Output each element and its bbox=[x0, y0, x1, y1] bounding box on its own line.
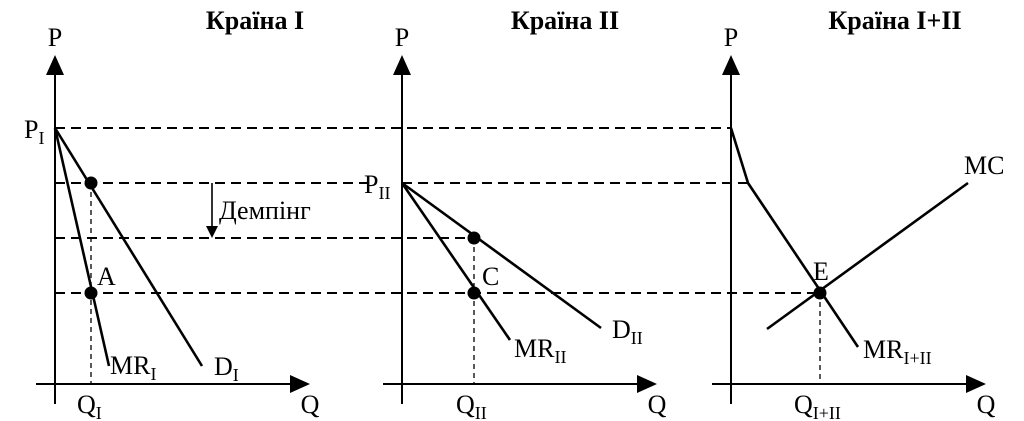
dumping-arrow-head bbox=[206, 226, 218, 238]
title-country-2: Країна II bbox=[511, 6, 619, 35]
panel-country-combined: P Q QI+II E MC MRI+II bbox=[712, 23, 1004, 421]
point-c bbox=[467, 286, 481, 300]
panel-country-1: P Q PI QI A MRI DI Демпінг bbox=[24, 23, 320, 421]
q-axis-label-2: Q bbox=[648, 390, 667, 419]
point-a bbox=[84, 286, 98, 300]
dumping-label: Демпінг bbox=[219, 196, 311, 225]
mr1-label: MRI bbox=[110, 351, 156, 384]
point-a-label: A bbox=[97, 262, 116, 291]
p-axis-label-1: P bbox=[48, 23, 62, 52]
mr-curve-mr1 bbox=[53, 127, 111, 367]
p-axis-arrow-1 bbox=[46, 55, 64, 75]
q-axis-label-1: Q bbox=[301, 390, 320, 419]
mr2-label: MRII bbox=[514, 334, 566, 367]
quantity-label-q12: QI+II bbox=[794, 390, 841, 421]
dumping-price-point bbox=[84, 176, 98, 190]
q-axis-label-3: Q bbox=[977, 390, 996, 419]
quantity-label-q2: QII bbox=[456, 390, 487, 421]
q-axis-arrow-2 bbox=[637, 375, 657, 393]
quantity-label-q1: QI bbox=[77, 390, 102, 421]
p-axis-arrow-3 bbox=[722, 55, 740, 75]
mr-curve-combined bbox=[729, 127, 860, 348]
title-country-1: Країна I bbox=[206, 6, 304, 35]
demand-curve-d1 bbox=[53, 127, 204, 367]
point-e bbox=[813, 286, 827, 300]
title-country-combined: Країна I+II bbox=[828, 6, 961, 35]
price-label-p2: PII bbox=[364, 170, 390, 203]
panel-country-2: P Q PII QII C MRII DII bbox=[364, 23, 667, 421]
d1-label: DI bbox=[214, 352, 239, 385]
p-axis-arrow-2 bbox=[393, 55, 411, 75]
demand-curve-d2 bbox=[401, 181, 602, 330]
mc-curve bbox=[766, 181, 969, 331]
q-axis-arrow-1 bbox=[290, 375, 310, 393]
p-axis-label-3: P bbox=[724, 23, 738, 52]
country-2-price-point bbox=[467, 231, 481, 245]
d2-label: DII bbox=[612, 315, 643, 348]
point-c-label: C bbox=[482, 262, 499, 291]
mr12-label: MRI+II bbox=[863, 335, 932, 368]
price-label-p1: PI bbox=[24, 115, 44, 148]
mr-curve-mr2 bbox=[400, 182, 512, 341]
mc-label: MC bbox=[964, 151, 1004, 180]
point-e-label: E bbox=[813, 257, 829, 286]
q-axis-arrow-3 bbox=[966, 375, 986, 393]
p-axis-label-2: P bbox=[395, 23, 409, 52]
